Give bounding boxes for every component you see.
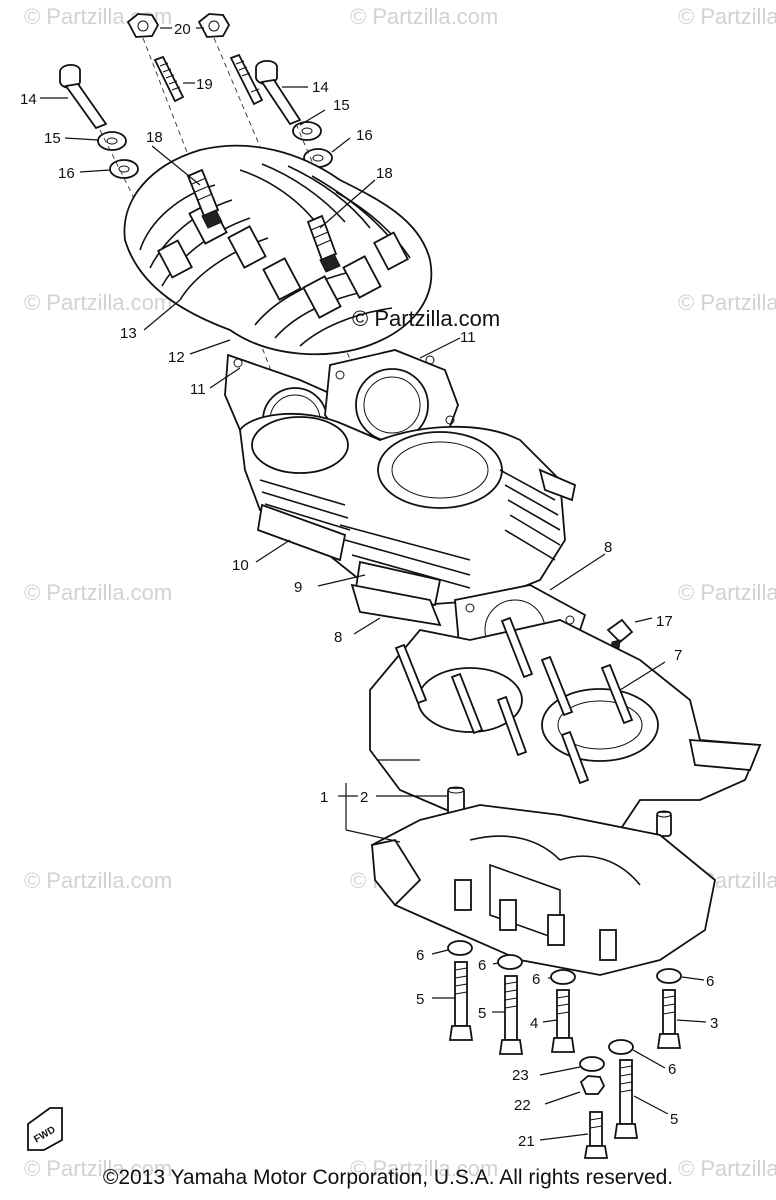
stud-bolt-19-right	[229, 53, 264, 106]
spark-plug-18-right	[306, 214, 341, 273]
callout-5-c: 5	[670, 1111, 678, 1128]
callout-16-right: 16	[356, 127, 373, 144]
watermark: © Partzilla.com	[24, 1156, 172, 1181]
callout-14-left: 14	[20, 91, 37, 108]
callout-13: 13	[120, 325, 137, 342]
dowel-pin-right	[656, 810, 672, 837]
cap-nut-20-right	[197, 13, 231, 38]
washer-6-e	[608, 1039, 634, 1055]
callout-23: 23	[512, 1067, 529, 1084]
callout-14-right: 14	[312, 79, 329, 96]
callout-5-a: 5	[416, 991, 424, 1008]
callout-20: 20	[174, 21, 191, 38]
callout-1: 1	[320, 789, 328, 806]
bolt-4	[550, 989, 576, 1053]
lower-crankcase	[370, 804, 716, 976]
callout-18-right: 18	[376, 165, 393, 182]
watermark: © Partzilla.com	[24, 290, 172, 315]
fwd-arrow-icon: FWD	[27, 1107, 63, 1151]
watermark: © Partzilla.com	[678, 4, 776, 29]
callout-18-left: 18	[146, 129, 163, 146]
base-gasket-left	[350, 583, 442, 627]
stud-bolt-19-left	[153, 55, 185, 103]
nut-22	[579, 1075, 606, 1095]
center-watermark: © Partzilla.com	[352, 306, 500, 331]
washer-16-left	[109, 159, 139, 179]
washer-6-a	[447, 940, 473, 956]
callout-12: 12	[168, 349, 185, 366]
dowel-pin-left	[447, 786, 465, 815]
bolt-5-c	[613, 1059, 639, 1139]
callout-6-c: 6	[532, 971, 540, 988]
bolt-3	[656, 989, 682, 1049]
washer-6-c	[550, 969, 576, 985]
callout-22: 22	[514, 1097, 531, 1114]
callout-15-left: 15	[44, 130, 61, 147]
watermark: © Partzilla.com	[678, 580, 776, 605]
callout-11-left: 11	[190, 381, 206, 398]
callout-6-e: 6	[668, 1061, 676, 1078]
callout-16-left: 16	[58, 165, 75, 182]
callout-6-a: 6	[416, 947, 424, 964]
callout-2: 2	[360, 789, 368, 806]
copyright-notice: ©2013 Yamaha Motor Corporation, U.S.A. A…	[102, 1166, 674, 1189]
watermark: © Partzilla.com	[24, 868, 172, 893]
callout-5-b: 5	[478, 1005, 486, 1022]
bolt-14-left	[59, 64, 108, 130]
leader-lines	[40, 27, 707, 1141]
watermark: © Partzilla.com	[678, 290, 776, 315]
callout-labels: 20 19 14 14 15 15 16 16 18 18 13 12 11 1…	[20, 21, 718, 1150]
watermark: © Partzilla.com	[24, 580, 172, 605]
bolt-14-right	[255, 60, 302, 126]
callout-19: 19	[196, 76, 213, 93]
washer-6-d	[656, 968, 682, 984]
callout-8-right: 8	[604, 539, 612, 556]
callout-6-b: 6	[478, 957, 486, 974]
bolt-5-a	[448, 961, 474, 1041]
callout-21: 21	[518, 1133, 535, 1150]
callout-4: 4	[530, 1015, 538, 1032]
callout-3: 3	[710, 1015, 718, 1032]
washer-23	[579, 1056, 605, 1072]
cylinder-block	[239, 412, 577, 606]
washer-15-right	[292, 121, 322, 141]
cap-nut-20-left	[126, 13, 160, 38]
callout-17: 17	[656, 613, 673, 630]
callout-15-right: 15	[333, 97, 350, 114]
callout-6-d: 6	[706, 973, 714, 990]
washer-6-b	[497, 954, 523, 970]
exhaust-gasket-10	[256, 503, 347, 562]
watermark: © Partzilla.com	[350, 1156, 498, 1181]
callout-10: 10	[232, 557, 249, 574]
callout-11-right: 11	[460, 329, 476, 346]
watermark: © Partzilla.com	[350, 4, 498, 29]
callout-8-left: 8	[334, 629, 342, 646]
callout-9: 9	[294, 579, 302, 596]
callout-7: 7	[674, 647, 682, 664]
upper-crankcase	[369, 616, 762, 841]
washer-15-left	[97, 131, 127, 151]
bolt-5-b	[498, 975, 524, 1055]
port-gasket-9	[354, 560, 442, 607]
watermark: © Partzilla.com	[678, 1156, 776, 1181]
bolt-21	[583, 1111, 609, 1159]
